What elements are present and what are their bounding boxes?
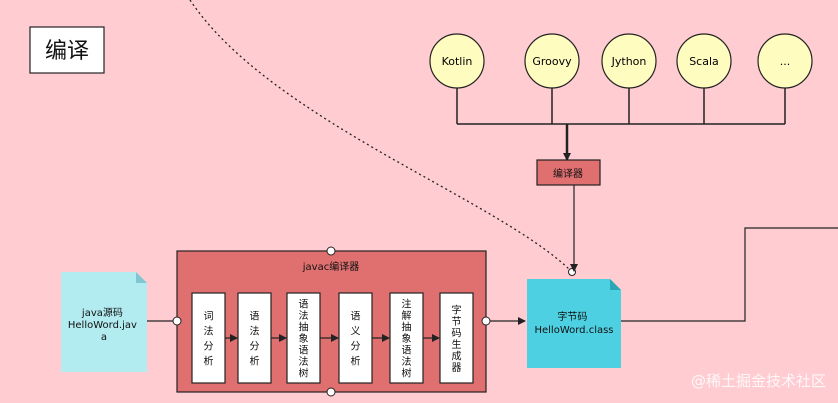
svg-text:字节码 HelloWord.class: 字节码 HelloWord.class [534, 310, 613, 336]
stage-char: 法 [299, 309, 309, 322]
stage-char: 分 [204, 341, 214, 353]
source-line: HelloWord.jav [68, 320, 137, 331]
lang-circle-kotlin: Kotlin [429, 33, 485, 89]
bytecode-line: 字节码 [557, 310, 587, 323]
lang-label: ... [780, 55, 791, 68]
stage-char: 语 [299, 345, 309, 357]
svg-text:java源码 HelloWord.jav: java源码 HelloWord.jav a [68, 306, 140, 343]
source-line: java源码 [81, 306, 123, 319]
stage-char: 法 [250, 325, 260, 338]
stage-char: 法 [204, 325, 214, 338]
bytecode-doc: 字节码 HelloWord.class [527, 279, 621, 368]
stage-char: 节 [452, 316, 462, 328]
stage-char: 解 [402, 309, 412, 322]
stage-char: 抽 [402, 321, 412, 334]
compiler-box: 编译器 [536, 159, 601, 186]
stage-char: 语 [402, 345, 412, 357]
stage-char: 义 [351, 326, 361, 338]
stage-char: 生 [452, 338, 462, 351]
stage-char: 器 [452, 362, 462, 374]
stage-char: 语 [351, 311, 361, 323]
stage-char: 语 [250, 311, 260, 323]
stage-char: 词 [204, 311, 214, 323]
bytecode-line: HelloWord.class [534, 325, 613, 336]
stage-char: 树 [402, 367, 412, 380]
lang-circle-jython: Jython [601, 33, 657, 89]
stage-char: 析 [250, 355, 260, 368]
language-circles: Kotlin Groovy Jython Scala ... [429, 33, 813, 89]
javac-title: javac编译器 [302, 260, 359, 273]
lang-circle-groovy: Groovy [524, 33, 580, 89]
stage-char: 语 [299, 299, 309, 311]
compiler-label: 编译器 [553, 167, 583, 180]
lang-circle-scala: Scala [676, 33, 732, 89]
stage-char: 树 [299, 367, 309, 380]
watermark: @稀土掘金技术社区 [691, 372, 826, 390]
stage-char: 分 [250, 341, 260, 353]
lang-label: Groovy [532, 55, 572, 68]
stage-char: 法 [402, 355, 412, 368]
lang-circle-more: ... [757, 33, 813, 89]
lang-label: Scala [689, 55, 719, 68]
stage-char: 析 [351, 355, 361, 368]
stage-char: 象 [402, 333, 412, 345]
dotted-connector [189, 0, 573, 273]
stage-char: 析 [204, 355, 214, 368]
stage-char: 字 [452, 303, 462, 316]
stage-char: 码 [452, 327, 462, 339]
lang-label: Jython [611, 55, 647, 68]
stage-char: 抽 [299, 321, 309, 334]
bytecode-outgoing-line [621, 227, 838, 322]
source-doc: java源码 HelloWord.jav a [61, 272, 147, 372]
lang-label: Kotlin [442, 55, 473, 68]
source-line: a [101, 332, 107, 343]
javac-container: javac编译器 [172, 246, 491, 397]
stage-char: 象 [299, 333, 309, 345]
stage-char: 成 [452, 350, 462, 362]
circle-connectors [456, 88, 786, 125]
stage-char: 法 [299, 355, 309, 368]
stage-char: 分 [351, 341, 361, 353]
stage-char: 注 [402, 298, 412, 311]
title-box: 编译 [29, 26, 105, 74]
page-title: 编译 [45, 39, 89, 64]
